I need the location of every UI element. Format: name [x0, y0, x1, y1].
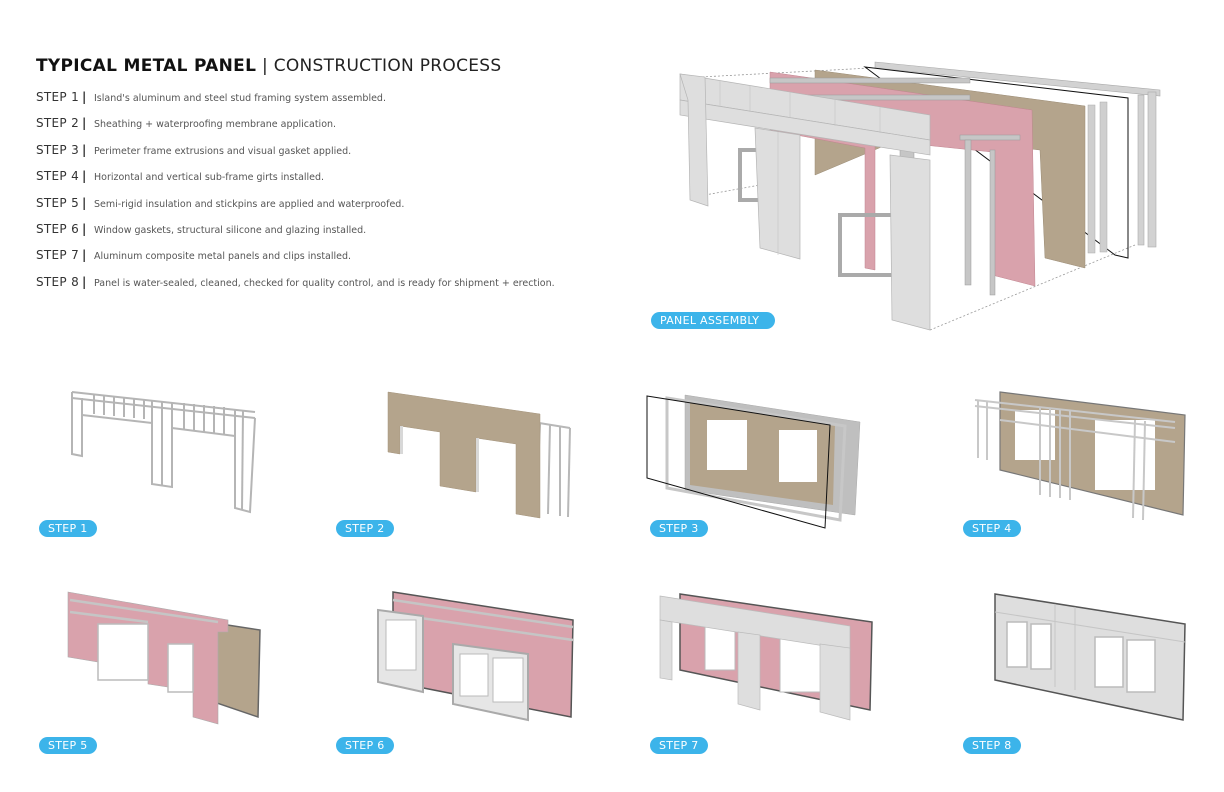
panel-assembly-label: PANEL ASSEMBLY — [651, 312, 775, 329]
step-5-label: STEP 5 — [39, 737, 97, 754]
step-label: STEP 3 — [36, 142, 80, 157]
step-label: STEP 1 — [36, 90, 80, 104]
title-bold: TYPICAL METAL PANEL — [36, 56, 257, 76]
title-subtitle: CONSTRUCTION PROCESS — [273, 56, 502, 76]
step-label: STEP 7 — [36, 248, 80, 263]
step-label: STEP 8 — [36, 274, 80, 289]
step-separator: | — [82, 195, 87, 210]
step-item: STEP 2| Sheathing + waterproofing membran… — [36, 116, 555, 142]
step-1-illustration — [71, 391, 256, 514]
step-8-illustration — [994, 593, 1186, 721]
step-4-label: STEP 4 — [963, 520, 1021, 537]
step-separator: | — [82, 142, 87, 157]
step-text: Aluminum composite metal panels and clip… — [94, 251, 352, 263]
step-text: Window gaskets, structural silicone and … — [94, 224, 367, 236]
step-separator: | — [82, 169, 87, 184]
step-separator: | — [82, 274, 87, 289]
title-separator: | — [261, 56, 268, 76]
step-item: STEP 4| Horizontal and vertical sub-frame… — [36, 169, 555, 195]
step-7-illustration — [659, 593, 873, 721]
step-label: STEP 6 — [36, 221, 80, 236]
panel-assembly-illustration — [679, 61, 1161, 331]
step-5-illustration — [67, 591, 261, 725]
step-separator: | — [82, 248, 87, 263]
step-text: Island's aluminum and steel stud framing… — [94, 93, 386, 104]
step-item: STEP 1| Island's aluminum and steel stud … — [36, 90, 555, 116]
step-8-label: STEP 8 — [963, 737, 1021, 754]
step-text: Panel is water-sealed, cleaned, checked … — [94, 277, 555, 289]
page-title: TYPICAL METAL PANEL | CONSTRUCTION PROCE… — [36, 56, 502, 76]
step-6-illustration — [377, 591, 574, 722]
step-3-illustration — [646, 394, 861, 529]
step-item: STEP 5| Semi-rigid insulation and stickpi… — [36, 196, 555, 222]
step-text: Horizontal and vertical sub-frame girts … — [94, 172, 325, 184]
step-item: STEP 8| Panel is water-sealed, cleaned, c… — [36, 275, 555, 301]
step-separator: | — [82, 116, 87, 131]
step-separator: | — [82, 221, 87, 236]
step-4-illustration — [974, 391, 1186, 521]
step-label: STEP 2 — [36, 116, 80, 131]
step-text: Sheathing + waterproofing membrane appli… — [94, 119, 337, 131]
step-7-label: STEP 7 — [650, 737, 708, 754]
step-list: STEP 1|Island's aluminum and steel stud … — [36, 90, 555, 301]
step-text: Perimeter frame extrusions and visual ga… — [94, 145, 352, 157]
step-3-label: STEP 3 — [650, 520, 708, 537]
step-2-illustration — [387, 391, 571, 519]
step-text: Semi-rigid insulation and stickpins are … — [94, 198, 405, 210]
step-1-label: STEP 1 — [39, 520, 97, 537]
step-item: STEP 7| Aluminum composite metal panels a… — [36, 248, 555, 274]
step-6-label: STEP 6 — [336, 737, 394, 754]
step-separator: | — [82, 90, 87, 104]
step-item: STEP 3| Perimeter frame extrusions and vi… — [36, 143, 555, 169]
step-2-label: STEP 2 — [336, 520, 394, 537]
step-item: STEP 6| Window gaskets, structural silico… — [36, 222, 555, 248]
step-label: STEP 4 — [36, 169, 80, 184]
step-label: STEP 5 — [36, 195, 80, 210]
